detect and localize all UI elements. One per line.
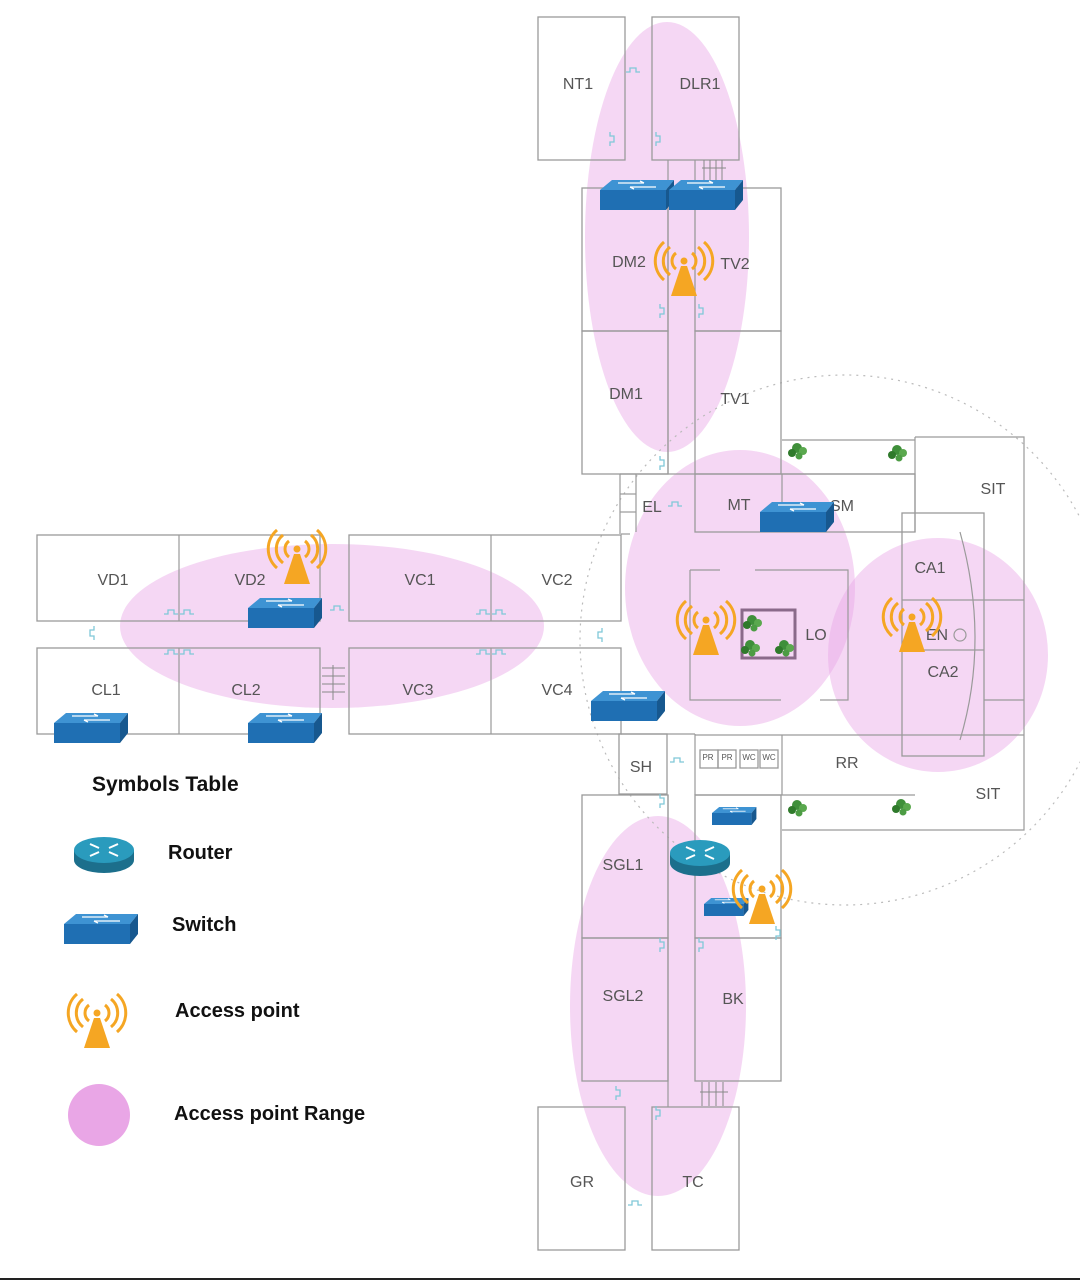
legend-range-label: Access point Range [174,1103,365,1125]
range-icon [68,1084,130,1146]
switch-icon [53,712,129,744]
room-tc: TC [682,1174,703,1191]
room-sit-top: SIT [981,481,1006,498]
room-tv1: TV1 [720,391,749,408]
range-north [585,22,749,452]
room-mt: MT [727,497,750,514]
switch-icon [599,179,675,211]
switch-icon [247,597,323,629]
room-bk: BK [722,991,744,1008]
room-cl2: CL2 [231,682,260,699]
room-sit-bottom: SIT [976,786,1001,803]
room-sm: SM [830,498,854,515]
router-icon [73,836,135,874]
room-ca2: CA2 [927,664,958,681]
range-center [625,450,855,726]
legend-access-point-label: Access point [175,1000,300,1022]
room-dm2: DM2 [612,254,646,271]
room-vc3: VC3 [402,682,433,699]
switch-icon [668,179,744,211]
room-gr: GR [570,1174,594,1191]
room-pr1: PR [702,753,713,762]
room-tv2: TV2 [720,256,749,273]
room-vd2: VD2 [234,572,265,589]
legend-switch-label: Switch [172,914,236,936]
room-rr: RR [835,755,858,772]
room-vc1: VC1 [404,572,435,589]
room-wc1: WC [742,753,756,762]
room-vc4: VC4 [541,682,572,699]
room-lo: LO [805,627,826,644]
room-vd1: VD1 [97,572,128,589]
router-icon [669,839,731,877]
room-pr2: PR [721,753,732,762]
switch-icon [711,806,757,826]
room-dlr1: DLR1 [680,76,721,93]
room-nt1: NT1 [563,76,593,93]
room-sh: SH [630,759,652,776]
legend-router-label: Router [168,842,233,864]
west-wing [36,533,695,735]
east-wing [695,436,1025,831]
switch-icon [247,712,323,744]
switch-icon [590,690,666,722]
legend-title: Symbols Table [92,773,239,796]
room-el: EL [642,499,662,516]
room-dm1: DM1 [609,386,643,403]
room-wc2: WC [762,753,776,762]
room-en: EN [926,627,948,644]
room-sgl1: SGL1 [603,857,644,874]
range-west [120,544,544,708]
room-vc2: VC2 [541,572,572,589]
room-cl1: CL1 [91,682,120,699]
access-point-icon [66,992,128,1050]
symbols-table: Symbols Table Router Switch Access point… [63,773,365,1146]
switch-icon [63,913,139,945]
switch-icon [759,501,835,533]
room-ca1: CA1 [914,560,945,577]
range-east [828,538,1048,772]
room-sgl2: SGL2 [603,988,644,1005]
